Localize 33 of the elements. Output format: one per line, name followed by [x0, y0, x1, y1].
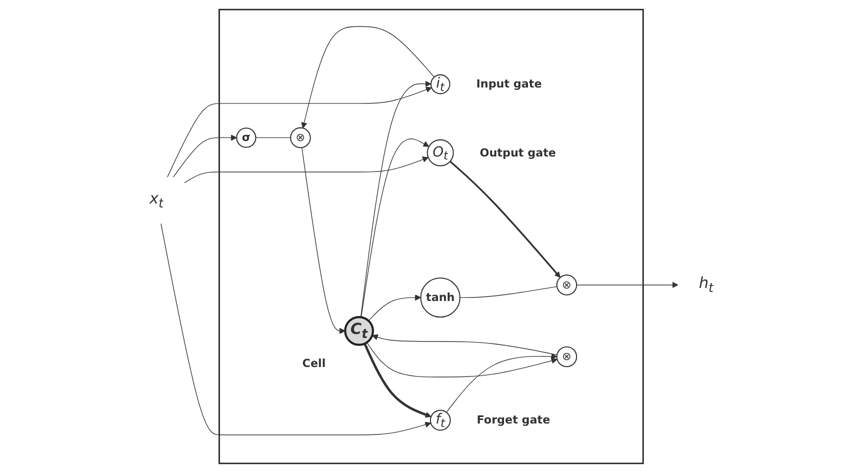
connector	[255, 137, 291, 138]
node-label: Output gate	[480, 146, 556, 160]
node-circle: ⊗	[556, 346, 578, 368]
node-circle: O$_{t}$	[426, 139, 454, 166]
arrow	[302, 147, 346, 334]
arrow	[364, 343, 432, 418]
node-circle: C$_{t}$	[344, 316, 374, 346]
arrow	[360, 80, 432, 318]
node-text: x$_{t}$	[149, 190, 164, 211]
arrow	[368, 294, 422, 322]
arrow	[301, 26, 435, 128]
node-circle: ⊗	[290, 127, 311, 148]
node-circle: σ	[236, 128, 256, 148]
node-label: Cell	[302, 356, 326, 370]
arrow	[167, 86, 432, 178]
node-circle: tanh	[420, 277, 460, 318]
node-circle: i$_{t}$	[430, 74, 450, 94]
node-text: h$_{t}$	[698, 274, 714, 296]
connector	[460, 286, 558, 298]
arrow	[360, 138, 430, 318]
arrow	[184, 156, 429, 184]
arrow	[446, 353, 558, 413]
arrow	[450, 160, 561, 278]
arrow	[160, 223, 432, 436]
cluster	[218, 8, 644, 464]
arrow	[372, 334, 558, 356]
arrow	[173, 134, 237, 178]
node-label: Input gate	[476, 77, 542, 91]
node-circle: ⊗	[556, 274, 578, 296]
node-label: Forget gate	[476, 413, 550, 427]
arrow	[366, 342, 558, 378]
arrow	[576, 282, 678, 288]
node-circle: f$_{t}$	[430, 410, 451, 431]
